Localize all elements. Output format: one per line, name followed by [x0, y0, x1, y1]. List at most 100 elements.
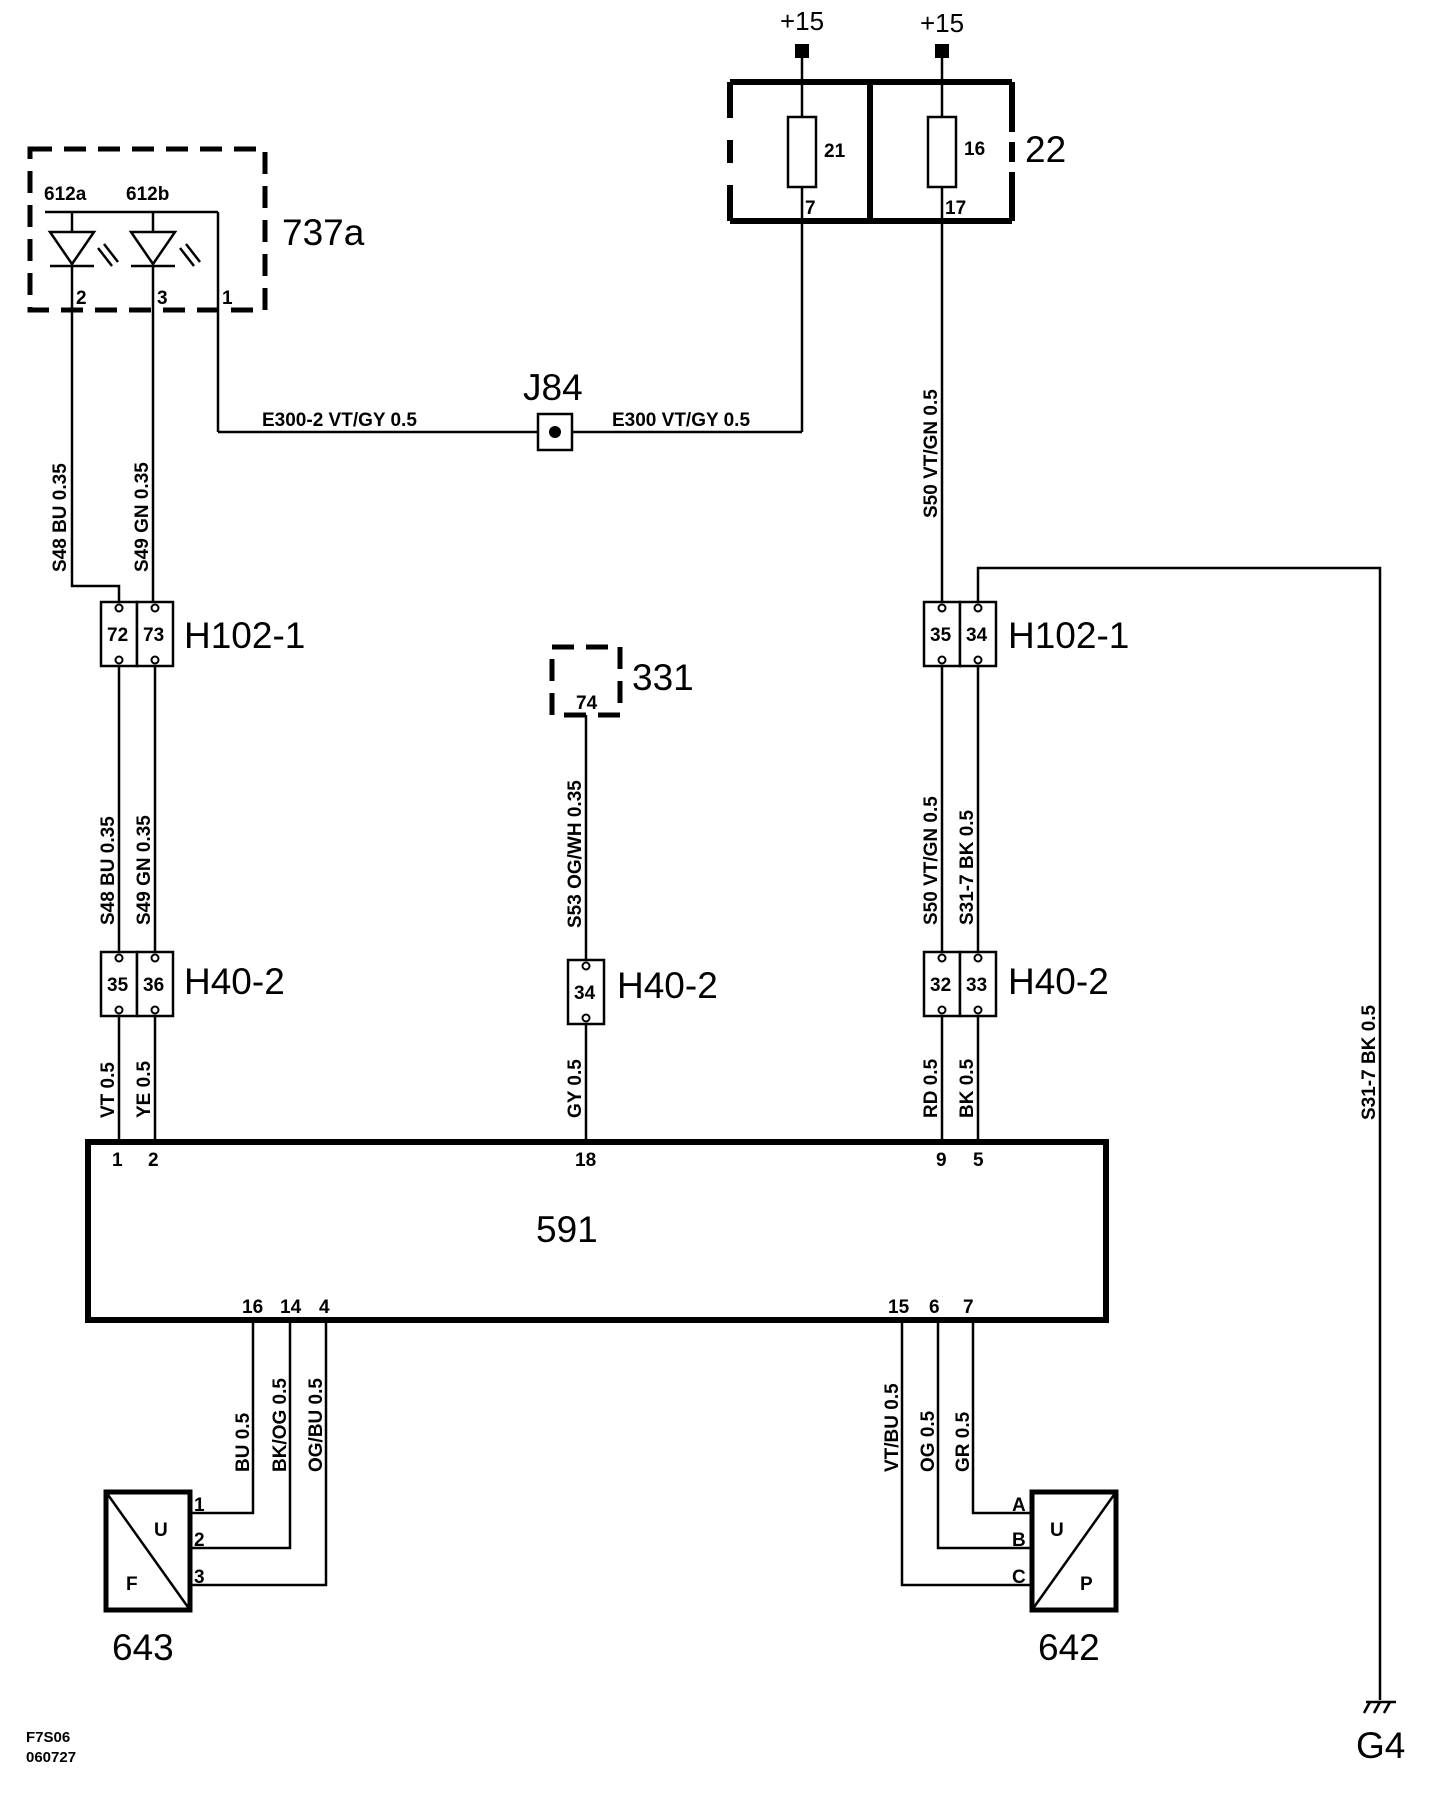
connector-h102-right — [922, 600, 998, 668]
sensor-642-p: P — [1080, 1574, 1093, 1595]
supply-label-left: +15 — [780, 6, 824, 36]
wire-s49-mid-label: S49 GN 0.35 — [134, 815, 155, 925]
wire-vt-bu — [900, 1320, 1032, 1587]
wire-s50-mid-label: S50 VT/GN 0.5 — [921, 796, 942, 925]
h40-left-name: H40-2 — [184, 961, 285, 1002]
ground-icon — [1362, 1700, 1396, 1714]
wire-rd-label: RD 0.5 — [921, 1058, 942, 1118]
h102-right-name: H102-1 — [1008, 615, 1129, 656]
wire-ye-label: YE 0.5 — [134, 1061, 155, 1118]
wire-s48-top — [70, 310, 121, 602]
module-pin-15: 15 — [888, 1297, 910, 1318]
h102-right-pin-34: 34 — [966, 625, 988, 646]
h102-right-pin-35: 35 — [930, 625, 952, 646]
led-pin-2: 2 — [76, 288, 87, 309]
led-pin-3: 3 — [157, 288, 168, 309]
sensor-643-pin-3: 3 — [194, 1567, 205, 1588]
supply-terminal-left — [795, 44, 809, 58]
module-591-body — [85, 1139, 1109, 1323]
led-pin-1: 1 — [222, 288, 233, 309]
fuse-21-pin: 7 — [805, 198, 816, 219]
h102-left-pin-73: 73 — [143, 625, 164, 646]
wire-e300-2-label: E300-2 VT/GY 0.5 — [262, 410, 417, 431]
wire-e300-label: E300 VT/GY 0.5 — [612, 410, 750, 431]
module-pin-9: 9 — [936, 1150, 947, 1171]
sensor-642-u: U — [1050, 1520, 1064, 1541]
wire-og-bu — [190, 1320, 328, 1587]
h40-left-pin-36: 36 — [143, 975, 164, 996]
sensor-643-f: F — [126, 1574, 138, 1595]
wire-vt-label: VT 0.5 — [98, 1062, 119, 1118]
module-591-name: 591 — [536, 1209, 598, 1250]
module-pin-18: 18 — [575, 1150, 596, 1171]
h40-left-pin-35: 35 — [107, 975, 129, 996]
component-331-name: 331 — [632, 657, 694, 698]
fuse-16-pin: 17 — [945, 198, 966, 219]
sensor-642-pin-a: A — [1012, 1495, 1026, 1516]
module-pin-1: 1 — [112, 1150, 123, 1171]
footer-code: F7S06 — [26, 1729, 70, 1746]
wire-vt-bu-label: VT/BU 0.5 — [882, 1383, 903, 1472]
sensor-643-pin-2: 2 — [194, 1530, 205, 1551]
sensor-642-pin-b: B — [1012, 1530, 1026, 1551]
wire-s48-mid-label: S48 BU 0.35 — [98, 816, 119, 925]
sensor-643-pin-1: 1 — [194, 1495, 205, 1516]
fuse-16-body — [926, 115, 958, 189]
h40-right-pin-33: 33 — [966, 975, 987, 996]
fusebox-name: 22 — [1025, 129, 1066, 170]
h102-left-name: H102-1 — [184, 615, 305, 656]
supply-label-right: +15 — [920, 8, 964, 38]
module-pin-5: 5 — [973, 1150, 984, 1171]
connector-h102-left — [99, 600, 175, 668]
sensor-642-symbol — [1029, 1489, 1119, 1613]
led-612a-label: 612a — [44, 184, 87, 205]
wire-bk-og-label: BK/OG 0.5 — [270, 1378, 291, 1472]
component-331-pin: 74 — [576, 693, 598, 714]
wire-s49-top-label: S49 GN 0.35 — [132, 462, 153, 572]
footer-date: 060727 — [26, 1749, 76, 1766]
module-pin-4: 4 — [319, 1297, 330, 1318]
wire-bu — [190, 1320, 255, 1515]
sensor-643-symbol — [103, 1489, 193, 1613]
module-pin-16: 16 — [242, 1297, 263, 1318]
h40-right-pin-32: 32 — [930, 975, 951, 996]
sensor-643-u: U — [154, 1520, 168, 1541]
led-612a-icon — [47, 212, 119, 310]
fusebox-22 — [727, 58, 1016, 224]
wire-og-bu-label: OG/BU 0.5 — [306, 1378, 327, 1472]
wire-s31-7-ground-label: S31-7 BK 0.5 — [1359, 1004, 1380, 1120]
fuse-21-label: 21 — [824, 141, 846, 162]
module-pin-14: 14 — [280, 1297, 302, 1318]
wire-s31-7-ground — [976, 566, 1382, 1700]
splice-name: J84 — [523, 367, 583, 408]
wire-bk-og — [190, 1320, 292, 1550]
sensor-642-pin-c: C — [1012, 1567, 1026, 1588]
wire-og-label: OG 0.5 — [918, 1410, 939, 1472]
led-612b-icon — [128, 212, 201, 310]
wire-bu-label: BU 0.5 — [233, 1412, 254, 1472]
h40-mid-pin-34: 34 — [574, 983, 596, 1004]
wire-s50-top-label: S50 VT/GN 0.5 — [921, 389, 942, 518]
connector-h40-mid — [566, 958, 606, 1026]
sensor-642-name: 642 — [1038, 1627, 1100, 1668]
splice-dot — [549, 426, 561, 438]
h40-mid-name: H40-2 — [617, 965, 718, 1006]
fuse-16-label: 16 — [964, 139, 985, 160]
ground-name: G4 — [1356, 1725, 1405, 1766]
module-pin-6: 6 — [929, 1297, 940, 1318]
connector-h40-left — [99, 950, 175, 1018]
supply-terminal-right — [935, 44, 949, 58]
led-612b-label: 612b — [126, 184, 169, 205]
wire-bk-label: BK 0.5 — [957, 1058, 978, 1118]
connector-h40-right — [922, 950, 998, 1018]
wire-og — [936, 1320, 1032, 1550]
module-pin-7: 7 — [963, 1297, 974, 1318]
module-pin-2: 2 — [148, 1150, 159, 1171]
led-unit-frame — [27, 146, 268, 313]
wire-s48-top-label: S48 BU 0.35 — [50, 463, 71, 572]
wire-s53-mid-label: S53 OG/WH 0.35 — [565, 780, 586, 928]
wire-gr — [971, 1320, 1032, 1515]
wire-s31-7-mid-label: S31-7 BK 0.5 — [957, 809, 978, 925]
sensor-643-name: 643 — [112, 1627, 174, 1668]
